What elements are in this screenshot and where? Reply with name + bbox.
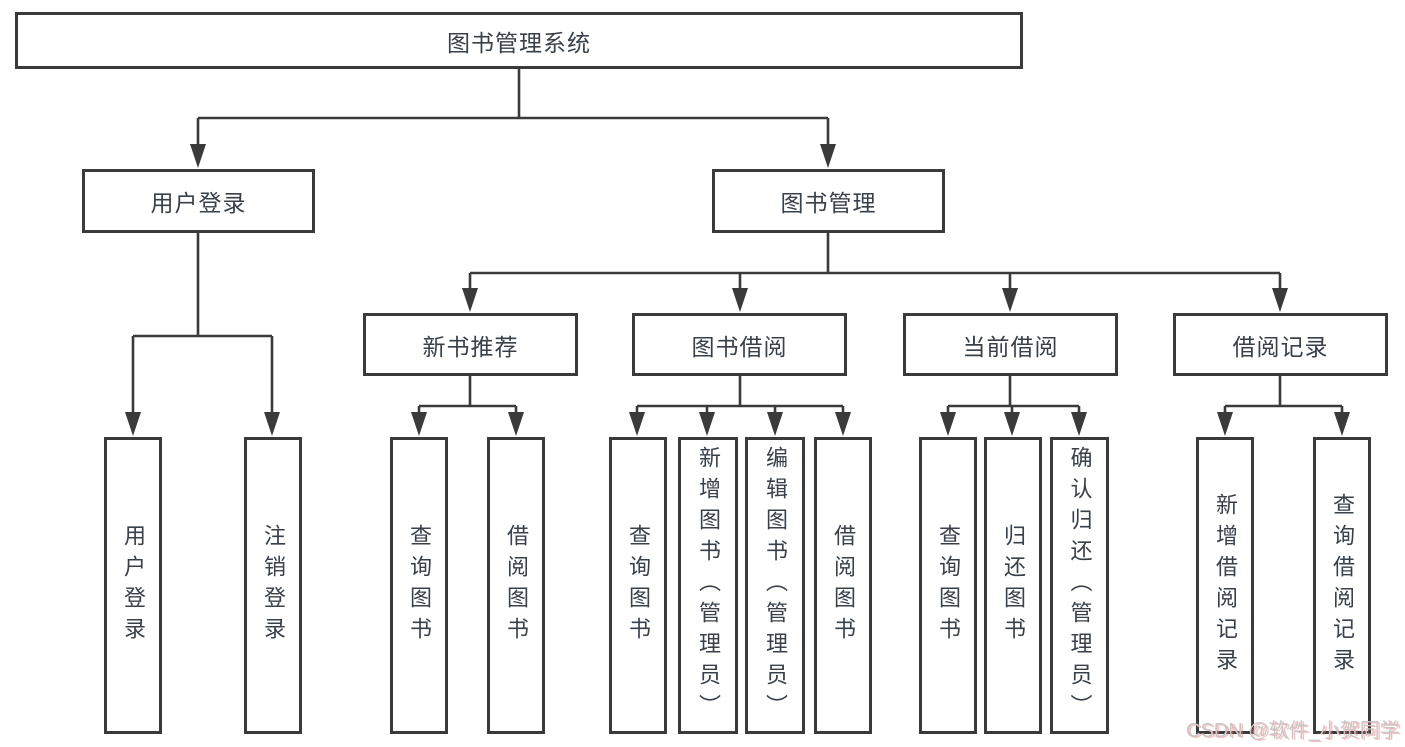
node-library-management-system: 图书管理系统	[15, 12, 1023, 69]
leaf-logout: 注销登录	[244, 437, 302, 734]
leaf-query-book-3: 查询图书	[919, 437, 977, 734]
node-new-book-recommend: 新书推荐	[363, 313, 578, 376]
leaf-label: 查询图书	[626, 523, 651, 648]
leaf-return-book: 归还图书	[984, 437, 1042, 734]
node-borrow-record: 借阅记录	[1173, 313, 1388, 376]
leaf-query-book-2: 查询图书	[609, 437, 667, 734]
leaf-add-borrow-record: 新增借阅记录	[1196, 437, 1254, 734]
leaf-label: 注销登录	[261, 523, 286, 648]
leaf-confirm-return-admin: 确认归还（管理员）	[1050, 437, 1109, 734]
leaf-label: 新增图书（管理员）	[696, 446, 721, 725]
node-book-management: 图书管理	[712, 169, 945, 233]
node-book-borrow: 图书借阅	[632, 313, 847, 376]
leaf-label: 借阅图书	[831, 523, 856, 648]
leaf-label: 编辑图书（管理员）	[763, 446, 788, 725]
leaf-borrow-book-1: 借阅图书	[487, 437, 545, 734]
leaf-query-borrow-record: 查询借阅记录	[1313, 437, 1371, 734]
leaf-label: 归还图书	[1001, 523, 1026, 648]
leaf-label: 确认归还（管理员）	[1067, 446, 1093, 725]
leaf-user-login: 用户登录	[104, 437, 162, 734]
leaf-label: 借阅图书	[504, 523, 529, 648]
leaf-edit-book-admin: 编辑图书（管理员）	[745, 437, 805, 734]
node-user-login: 用户登录	[82, 169, 315, 233]
node-current-borrow: 当前借阅	[903, 313, 1118, 376]
leaf-label: 用户登录	[121, 523, 146, 648]
leaf-add-book-admin: 新增图书（管理员）	[678, 437, 738, 734]
leaf-label: 查询图书	[936, 523, 961, 648]
leaf-borrow-book-2: 借阅图书	[814, 437, 872, 734]
leaf-query-book-1: 查询图书	[390, 437, 448, 734]
leaf-label: 查询借阅记录	[1330, 492, 1355, 679]
leaf-label: 新增借阅记录	[1213, 492, 1238, 679]
leaf-label: 查询图书	[407, 523, 432, 648]
csdn-watermark: CSDN @软件_小贺同学	[1186, 720, 1400, 742]
